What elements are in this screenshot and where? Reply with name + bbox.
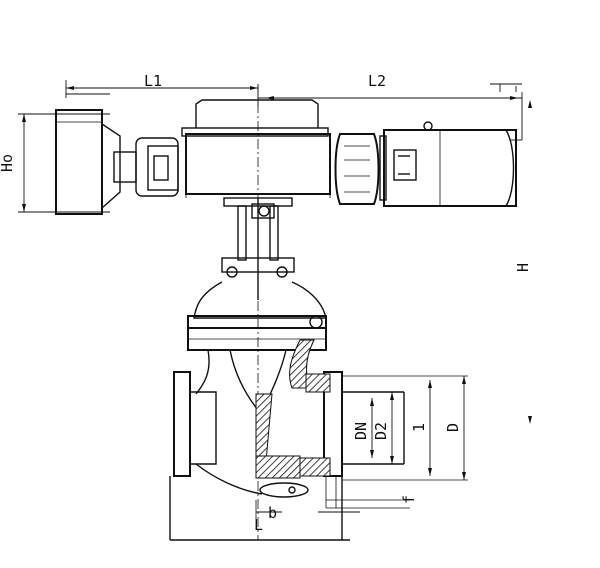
bonnet bbox=[187, 281, 327, 351]
handwheel-unit bbox=[55, 109, 179, 215]
label-ho: Ho bbox=[0, 154, 16, 172]
yoke bbox=[221, 197, 295, 300]
electric-motor bbox=[379, 121, 517, 207]
valve-body bbox=[169, 339, 468, 541]
dimension-ho bbox=[18, 113, 110, 213]
label-h: H bbox=[514, 263, 532, 272]
coupling bbox=[334, 133, 380, 205]
label-l1: L1 bbox=[144, 72, 162, 90]
dimension-f-b bbox=[255, 500, 360, 520]
gearbox bbox=[181, 99, 331, 198]
dimension-l1 bbox=[65, 80, 258, 98]
label-l: L bbox=[254, 516, 263, 534]
label-d1: 1 bbox=[410, 423, 428, 432]
label-l2: L2 bbox=[368, 72, 386, 90]
label-dn: DN bbox=[352, 422, 370, 440]
label-d2: D2 bbox=[372, 422, 390, 440]
dimension-right bbox=[370, 376, 466, 480]
dimension-h bbox=[510, 86, 532, 424]
label-b: b bbox=[268, 504, 277, 522]
label-d: D bbox=[444, 423, 462, 432]
dimension-l2 bbox=[257, 83, 522, 106]
label-f: f bbox=[400, 495, 418, 504]
